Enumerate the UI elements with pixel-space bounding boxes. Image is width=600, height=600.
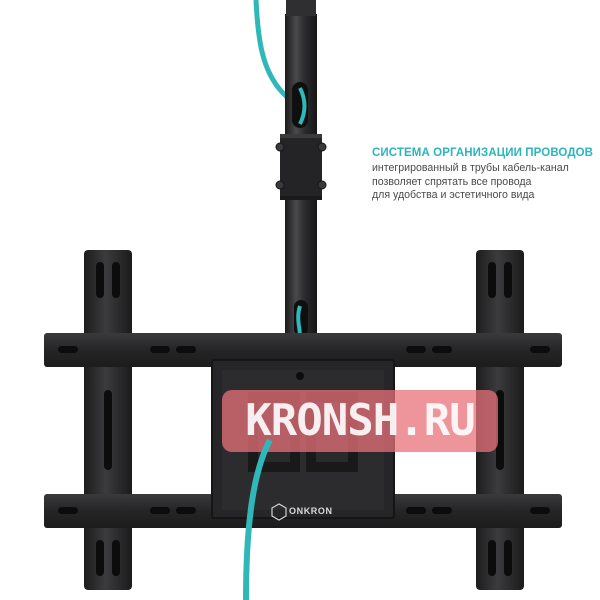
collar-bolt <box>275 180 285 190</box>
collar-bolt <box>317 142 327 152</box>
upper-horizontal-arm <box>44 333 562 367</box>
caption-title: СИСТЕМА ОРГАНИЗАЦИИ ПРОВОДОВ <box>372 147 594 159</box>
caption-line: для удобства и эстетичного вида <box>372 189 535 201</box>
watermark-text: KRONSH.RU <box>245 395 475 446</box>
feature-caption: СИСТЕМА ОРГАНИЗАЦИИ ПРОВОДОВ интегрирова… <box>372 147 594 203</box>
onkron-logo-icon <box>271 503 287 521</box>
pole-collar <box>280 134 322 200</box>
cable-bottom <box>243 438 273 600</box>
caption-line: интегрированный в трубы кабель-канал <box>372 162 569 174</box>
collar-bolt <box>317 180 327 190</box>
brand-logo-text: ONKRON <box>289 506 333 516</box>
watermark <box>222 390 498 452</box>
caption-line: позволяет спрятать все провода <box>372 175 532 188</box>
collar-bolt <box>275 142 285 152</box>
left-vertical-rail <box>84 250 132 590</box>
